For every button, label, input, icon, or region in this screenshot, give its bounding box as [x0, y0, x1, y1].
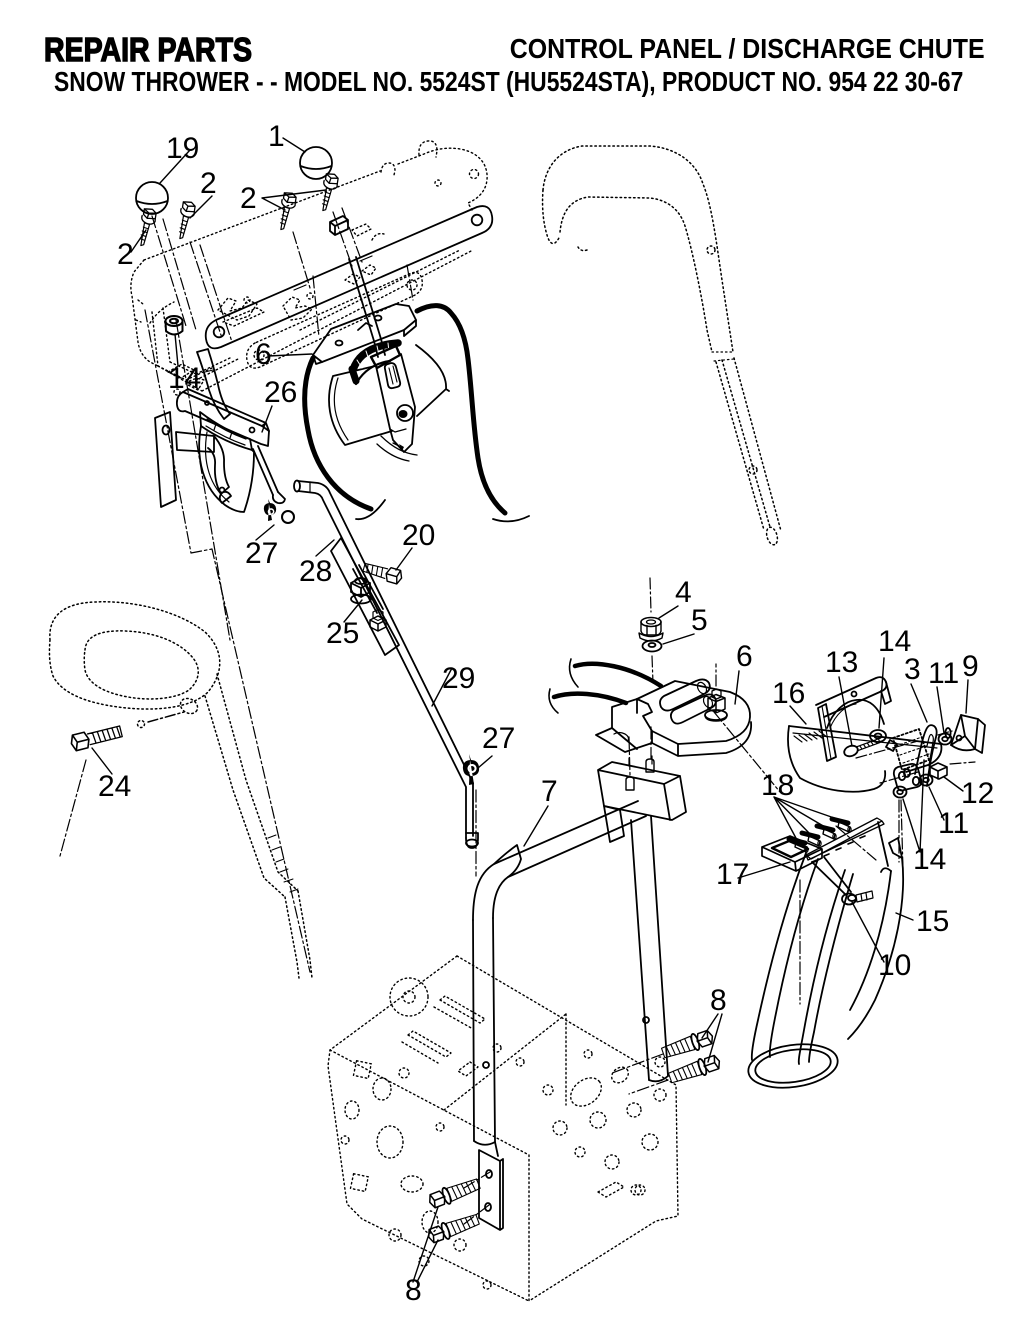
svg-text:8: 8: [710, 984, 727, 1017]
svg-text:13: 13: [825, 646, 858, 679]
svg-text:25: 25: [326, 617, 359, 650]
svg-text:24: 24: [98, 770, 131, 803]
svg-text:14: 14: [168, 362, 201, 395]
svg-text:29: 29: [442, 662, 475, 695]
svg-text:1: 1: [268, 120, 285, 153]
svg-text:20: 20: [402, 519, 435, 552]
svg-text:2: 2: [200, 167, 217, 200]
svg-text:7: 7: [541, 775, 558, 808]
svg-text:6: 6: [255, 338, 272, 371]
svg-text:11: 11: [938, 807, 969, 840]
svg-text:17: 17: [716, 858, 749, 891]
svg-text:5: 5: [691, 604, 708, 637]
svg-text:26: 26: [264, 376, 297, 409]
svg-text:10: 10: [878, 949, 911, 982]
svg-text:2: 2: [117, 238, 134, 271]
svg-text:27: 27: [482, 722, 515, 755]
svg-text:15: 15: [916, 905, 949, 938]
svg-text:18: 18: [761, 769, 794, 802]
svg-text:16: 16: [772, 677, 805, 710]
svg-text:6: 6: [736, 640, 753, 673]
svg-text:4: 4: [675, 576, 692, 609]
svg-text:2: 2: [240, 182, 257, 215]
svg-text:3: 3: [904, 653, 921, 686]
svg-text:27: 27: [245, 537, 278, 570]
svg-text:9: 9: [962, 650, 979, 683]
svg-text:11: 11: [928, 657, 959, 690]
svg-text:14: 14: [878, 625, 911, 658]
svg-text:19: 19: [166, 132, 199, 165]
svg-text:28: 28: [299, 555, 332, 588]
svg-text:12: 12: [961, 777, 994, 810]
